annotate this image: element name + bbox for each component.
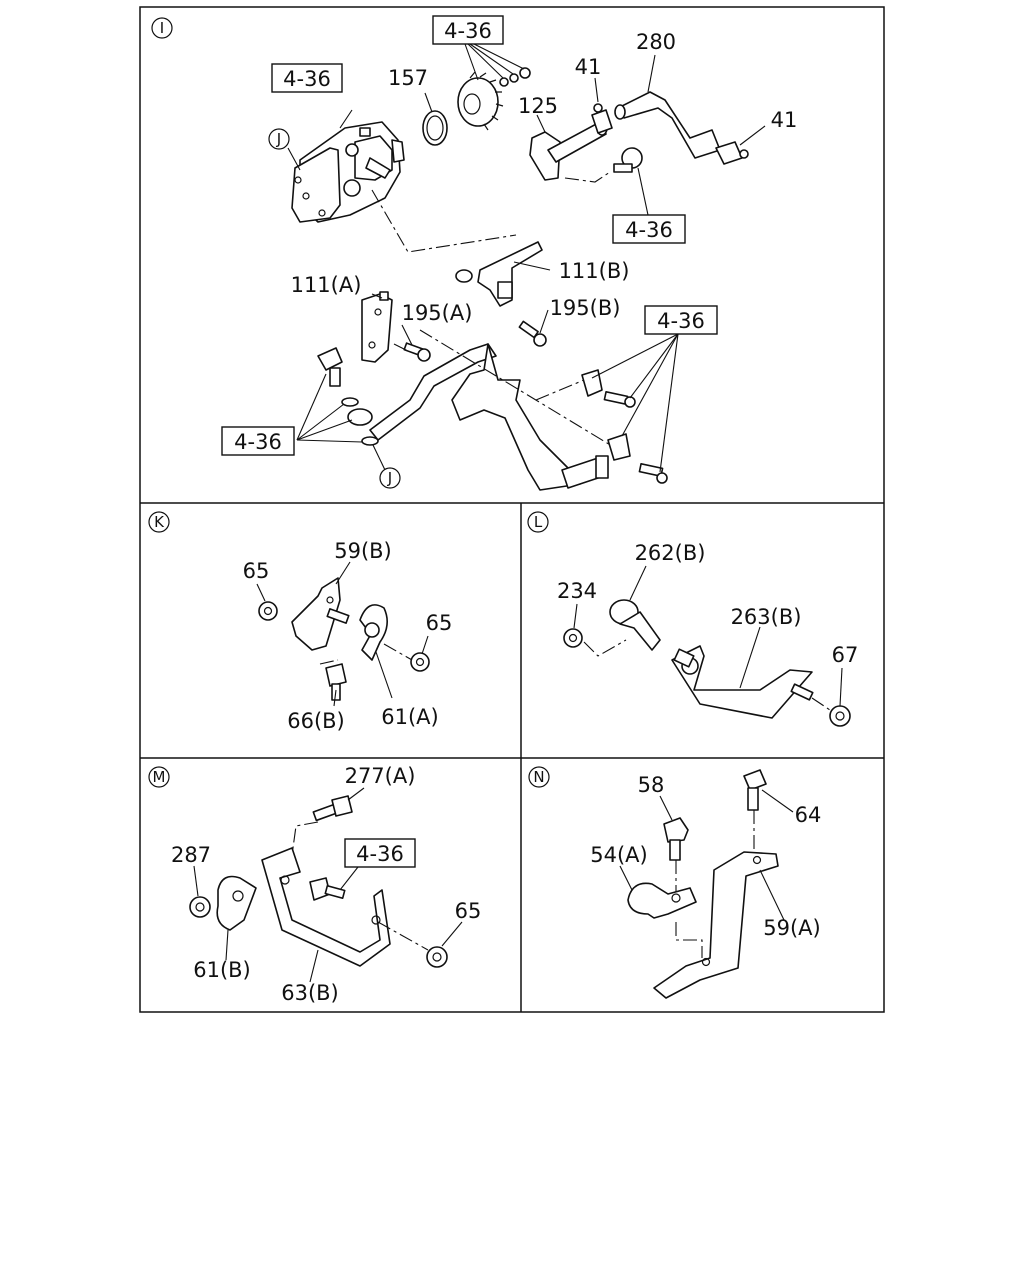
ref-4-36-bracket: 4-36 (356, 842, 404, 866)
label-287: 287 (171, 843, 211, 867)
panel-l: L 262(B) 234 263(B) 67 (527, 511, 859, 727)
label-65-left: 65 (243, 559, 270, 583)
nut-65-right (410, 652, 430, 672)
bracket-111a (361, 291, 393, 363)
bracket-111b (455, 241, 543, 307)
bolt-66b (325, 663, 347, 701)
label-234: 234 (557, 579, 597, 603)
panel-frames (139, 6, 885, 1013)
bolt-k (326, 608, 350, 624)
label-65-right: 65 (426, 611, 453, 635)
panel-k-marker: K (154, 513, 165, 531)
label-157: 157 (388, 66, 428, 90)
pipe-125 (529, 120, 608, 181)
label-41-a: 41 (575, 55, 602, 79)
label-195b: 195(B) (550, 296, 621, 320)
nut-287 (189, 896, 211, 918)
pulley-gear (457, 67, 531, 131)
nut-234 (563, 628, 583, 648)
bracket-59b (291, 577, 341, 651)
label-64: 64 (795, 803, 822, 827)
panel-m-marker: M (153, 768, 166, 786)
nut-65-m (426, 946, 448, 968)
label-65-m: 65 (455, 899, 482, 923)
clamp-61b (216, 875, 257, 931)
bolt-195a (403, 342, 431, 362)
label-263b: 263(B) (731, 605, 802, 629)
banjo-bolt (613, 147, 643, 173)
ref-4-36-clips: 4-36 (657, 309, 705, 333)
label-111b: 111(B) (559, 259, 630, 283)
clamp-61a (359, 604, 388, 661)
label-59a: 59(A) (763, 916, 820, 940)
label-66b: 66(B) (287, 709, 345, 733)
label-125: 125 (518, 94, 558, 118)
pipe-clips (581, 369, 668, 484)
nut-65-left (258, 601, 278, 621)
label-277a: 277(A) (345, 764, 416, 788)
clamp-262b (609, 599, 661, 651)
bolt-64 (743, 769, 767, 811)
panel-i: I J 4-36 157 (151, 15, 798, 491)
hose-clamp-41-a (591, 103, 613, 134)
bolt-195b (518, 320, 547, 347)
ref-4-36-pump: 4-36 (283, 67, 331, 91)
panel-m: M 277(A) 4-36 287 (148, 764, 482, 1005)
bracket-59a (653, 851, 779, 999)
label-59b: 59(B) (334, 539, 392, 563)
label-63b: 63(B) (281, 981, 339, 1005)
label-61b: 61(B) (193, 958, 251, 982)
j-marker-top: J (276, 130, 281, 148)
label-111a: 111(A) (291, 273, 362, 297)
panel-n: N 58 64 54(A) 59(A) (528, 766, 822, 999)
label-54a: 54(A) (590, 843, 647, 867)
label-280: 280 (636, 30, 676, 54)
hose-clamp-41-b (715, 141, 749, 165)
panel-i-marker: I (160, 19, 164, 37)
ref-4-36-bolt: 4-36 (625, 218, 673, 242)
panel-k: K 59(B) 65 65 (148, 511, 453, 733)
panel-n-marker: N (533, 768, 544, 786)
label-262b: 262(B) (635, 541, 706, 565)
label-195a: 195(A) (402, 301, 473, 325)
bolt-58 (663, 817, 689, 861)
label-61a: 61(A) (381, 705, 438, 729)
bolt-277a (312, 795, 353, 822)
return-pipe (369, 343, 609, 491)
label-58: 58 (638, 773, 665, 797)
label-41-b: 41 (771, 108, 798, 132)
bolt-m (309, 877, 346, 901)
bracket-63b (261, 847, 391, 967)
panel-l-marker: L (534, 513, 543, 531)
j-marker-bottom: J (387, 469, 392, 487)
banjo-bolt-lower (317, 347, 379, 446)
ref-4-36-pulley: 4-36 (444, 19, 492, 43)
clamp-54a (627, 882, 697, 919)
pump-assembly (291, 121, 405, 223)
bracket-263b (671, 645, 813, 719)
label-67: 67 (832, 643, 859, 667)
bolt-nut-67 (790, 683, 851, 727)
ref-4-36-lower-left: 4-36 (234, 430, 282, 454)
